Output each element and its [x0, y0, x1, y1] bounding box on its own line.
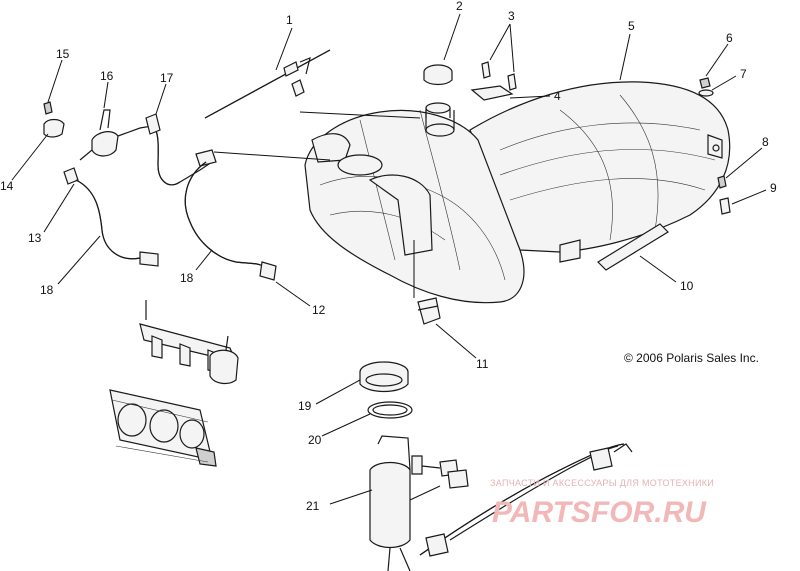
leader-15 — [47, 59, 63, 103]
pad-part — [597, 223, 669, 271]
callout-2: 2 — [456, 0, 463, 13]
copyright-text: © 2006 Polaris Sales Inc. — [624, 351, 759, 365]
watermark-tagline: ЗАПЧАСТИ И АКСЕССУАРЫ ДЛЯ МОТОТЕХНИКИ — [490, 478, 714, 488]
leader-21 — [329, 489, 373, 505]
leader-18a — [57, 235, 101, 285]
return-hose-part — [145, 113, 216, 186]
callout-8: 8 — [762, 135, 769, 149]
callout-11: 11 — [476, 357, 489, 371]
seal-ring-part — [367, 401, 413, 419]
leader-4 — [509, 95, 551, 99]
vent-hose-part — [204, 49, 331, 119]
watermark-logo: PARTSFOR.RU — [492, 496, 707, 529]
callout-3: 3 — [508, 9, 515, 23]
leader-20 — [321, 413, 371, 437]
callout-4: 4 — [554, 89, 561, 103]
filler-cap-part — [423, 64, 453, 118]
leader-1 — [275, 27, 293, 71]
fuel-hose-left-part — [63, 167, 159, 267]
leader-17 — [155, 83, 167, 115]
callout-13: 13 — [28, 231, 42, 245]
fuel-rail-part — [139, 300, 239, 385]
bracket-screws-part — [470, 61, 517, 101]
fuel-tank-part — [304, 109, 581, 304]
watermark: ЗАПЧАСТИ И АКСЕССУАРЫ ДЛЯ МОТОТЕХНИКИ PA… — [490, 478, 714, 529]
filter-clamp-part — [43, 101, 153, 161]
callout-1: 1 — [286, 13, 293, 27]
callout-14: 14 — [0, 179, 14, 193]
callout-18a: 18 — [40, 283, 54, 297]
callout-12: 12 — [312, 303, 326, 317]
leader-13 — [43, 183, 75, 233]
leader-2 — [443, 13, 461, 61]
leader-8 — [725, 147, 763, 179]
leader-9 — [731, 189, 767, 205]
callout-5: 5 — [628, 19, 635, 33]
callout-15: 15 — [56, 47, 70, 61]
fastener-hardware-part — [698, 77, 731, 215]
leader-tank-a — [299, 111, 421, 119]
callout-7: 7 — [740, 67, 747, 81]
callout-10: 10 — [680, 279, 694, 293]
leader-18b — [195, 249, 213, 271]
leader-12 — [275, 281, 311, 307]
lock-ring-part — [359, 361, 409, 393]
fuel-pump-part — [369, 435, 469, 571]
callout-17: 17 — [160, 71, 174, 85]
leader-6 — [705, 43, 729, 77]
callout-19: 19 — [298, 399, 312, 413]
leader-5 — [619, 33, 631, 81]
leader-3 — [489, 23, 515, 73]
callout-6: 6 — [726, 31, 733, 45]
callout-16: 16 — [100, 69, 114, 83]
leader-tank-b — [213, 151, 331, 161]
callout-18b: 18 — [180, 271, 194, 285]
leader-lines — [11, 13, 767, 505]
leader-16 — [103, 81, 109, 109]
leader-10 — [639, 255, 677, 283]
seat-part — [469, 81, 731, 253]
callout-20: 20 — [308, 433, 322, 447]
throttle-body-part — [109, 389, 217, 467]
callout-9: 9 — [770, 181, 777, 195]
leader-19 — [315, 379, 361, 405]
callout-21: 21 — [306, 499, 320, 513]
leader-14 — [11, 133, 49, 181]
fuel-hose-middle-part — [184, 149, 277, 281]
wire-harness-part — [419, 443, 633, 557]
leader-11 — [435, 323, 477, 359]
grommet-part — [417, 297, 441, 325]
callout-labels: 1 2 3 4 5 6 7 8 9 10 11 12 13 14 15 16 1… — [0, 0, 777, 513]
leader-7 — [711, 75, 737, 91]
